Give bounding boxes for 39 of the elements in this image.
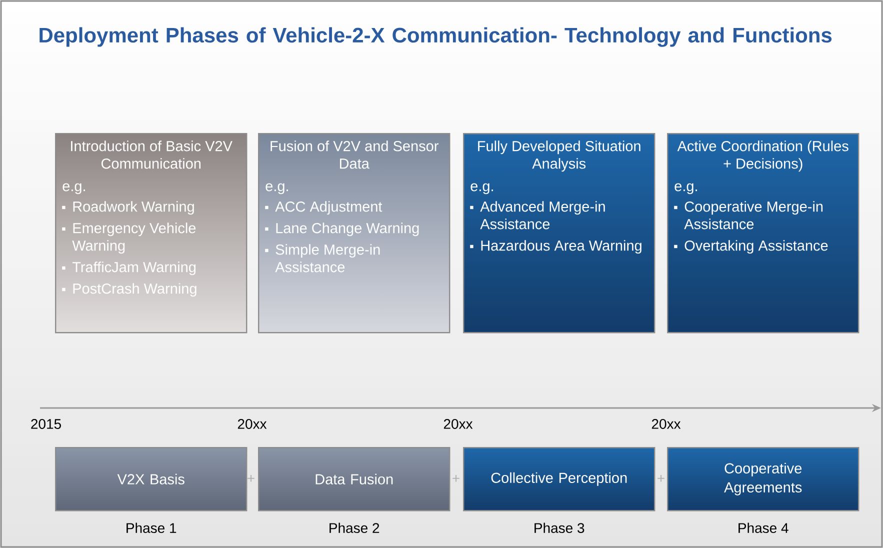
box-label: Data Fusion [316, 474, 393, 484]
bullet-item: ACC Adjustment [265, 201, 382, 215]
phase-box [463, 133, 656, 334]
box-heading: Active Coordination (Rules + Decisions) [677, 140, 848, 172]
bullet-item: Emergency Vehicle Warning [62, 222, 196, 254]
bullet-item: TrafficJam Warning [62, 262, 196, 276]
example-label: e.g. [470, 183, 493, 194]
year-label: 20xx [444, 419, 473, 429]
bullet-item: Cooperative Merge-in Assistance [674, 201, 823, 230]
plus-sign: + [452, 474, 460, 482]
plus-sign: + [658, 474, 664, 482]
phase-label: Phase 2 [330, 522, 380, 533]
box-label: Collective Perception [491, 472, 627, 486]
phase-box [258, 133, 450, 334]
phase-box [667, 133, 860, 334]
box-label: Cooperative Agreements [724, 462, 802, 496]
phase-label: Phase 3 [534, 522, 584, 533]
bullet-item: Simple Merge-in Assistance [265, 244, 380, 272]
bullet-item: Overtaking Assistance [674, 240, 828, 254]
title: Deployment Phases of Vehicle-2-X Communication- Technology and Functions [40, 27, 832, 47]
bullet-item: Lane Change Warning [265, 222, 419, 236]
phase-label: Phase 1 [126, 522, 176, 533]
bullet-item: PostCrash Warning [62, 283, 196, 297]
box-label: V2X Basis [117, 474, 184, 484]
plus-sign: + [248, 474, 254, 482]
example-label: e.g. [62, 183, 85, 194]
box-heading: Fully Developed Situation Analysis [478, 140, 640, 172]
year-label: 20xx [652, 419, 681, 429]
box-heading: Fusion of V2V and Sensor Data [270, 140, 438, 169]
bullet-item: Hazardous Area Warning [470, 240, 642, 254]
bullet-item: Advanced Merge-in Assistance [470, 201, 605, 230]
phase-box [55, 133, 248, 334]
box-heading: Introduction of Basic V2V Communication [71, 140, 232, 169]
example-label: e.g. [266, 183, 288, 194]
year-label: 20xx [238, 419, 267, 429]
example-label: e.g. [674, 183, 697, 194]
phase-label: Phase 4 [738, 522, 788, 533]
bullet-item: Roadwork Warning [62, 201, 194, 215]
year-label: 2015 [31, 419, 61, 429]
